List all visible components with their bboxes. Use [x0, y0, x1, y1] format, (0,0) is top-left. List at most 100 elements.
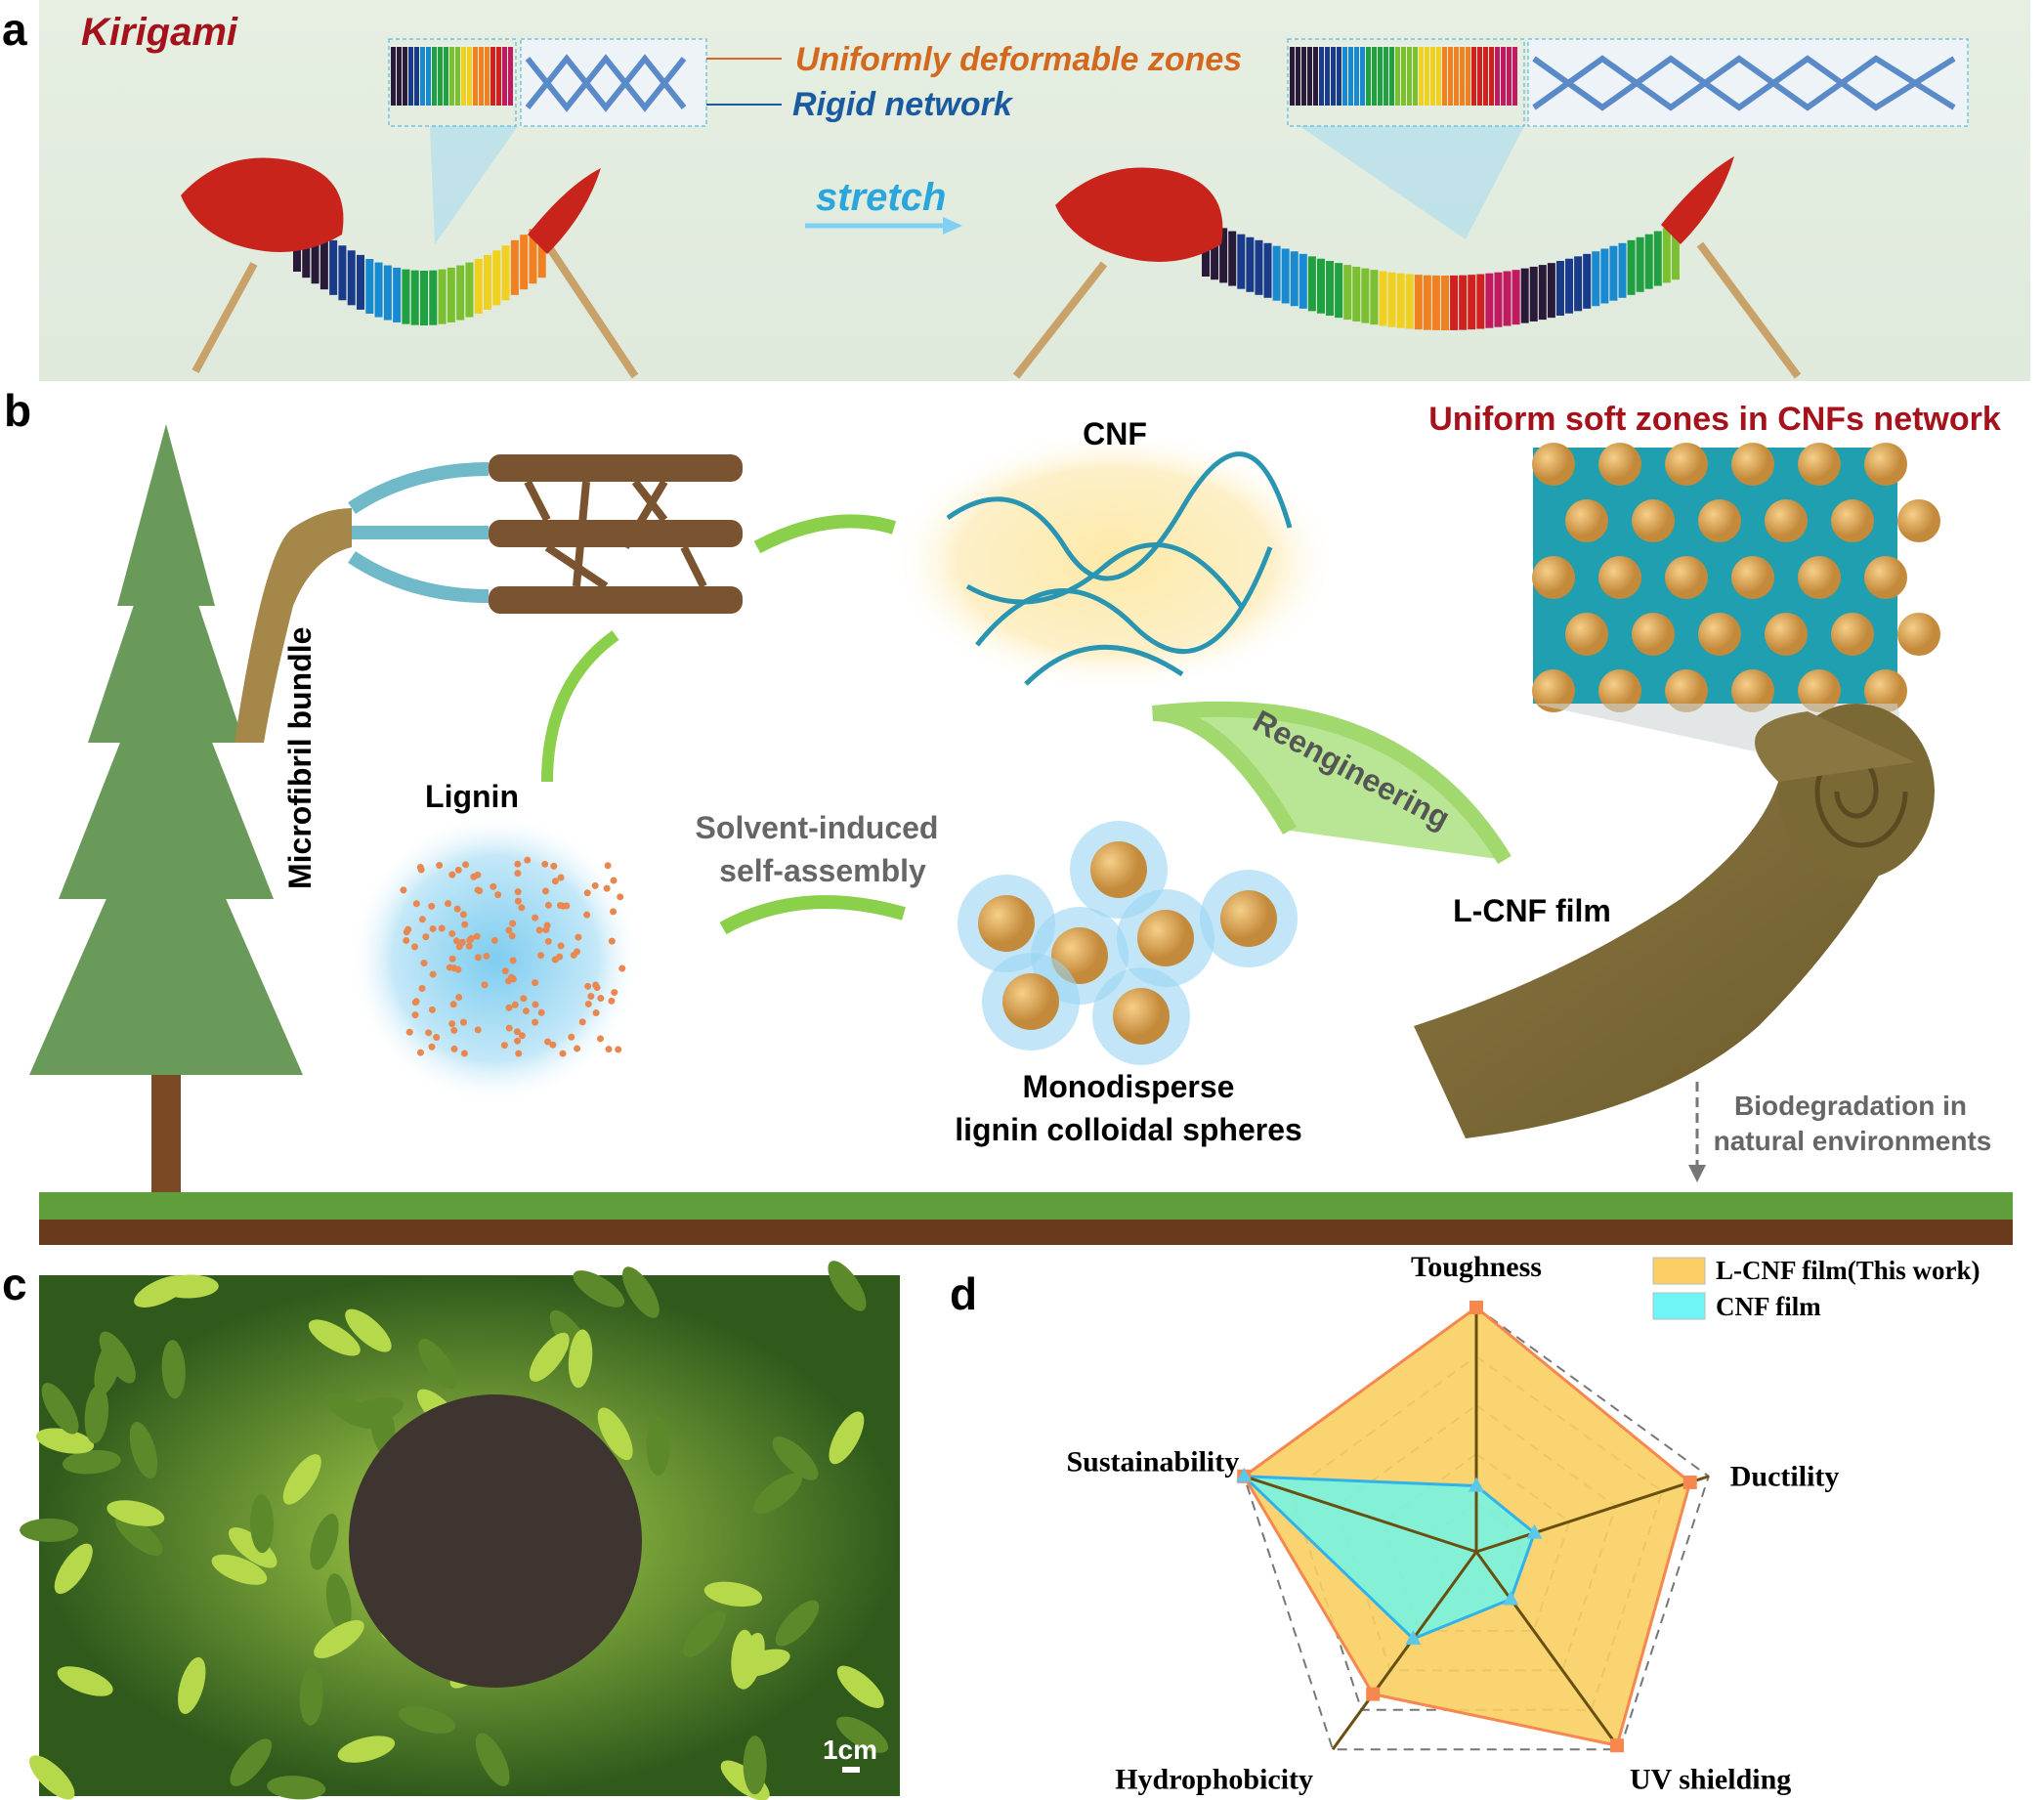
grass [39, 1192, 2013, 1220]
lignin-sphere [978, 895, 1035, 952]
rainbow-zone [391, 47, 513, 106]
dragon-segment [484, 254, 491, 310]
dragon-segment [529, 229, 537, 284]
leaf [475, 1733, 510, 1786]
leaf [29, 1755, 75, 1800]
leaf [114, 1514, 163, 1557]
paper-fold [1512, 47, 1517, 106]
dragon-segment [1494, 272, 1503, 327]
uniformly-deformable-label: Uniformly deformable zones [795, 41, 1242, 78]
dragon-segment [1352, 266, 1361, 321]
dragon-segment [429, 270, 438, 325]
paper-fold [1430, 47, 1435, 106]
lignin-atom [453, 905, 461, 913]
dragon-segment [1459, 275, 1468, 330]
paper-fold [1360, 47, 1365, 106]
leaf [94, 1338, 122, 1395]
leaf [178, 1656, 206, 1714]
lignin-atom [584, 1000, 592, 1007]
cnf-label: CNF [1083, 416, 1147, 451]
lignin-atom [436, 862, 444, 870]
lignin-atom [608, 997, 616, 1005]
paper-fold [1325, 47, 1330, 106]
scale-bar-label: 1cm [823, 1735, 877, 1765]
cnf-fibers [946, 451, 1293, 686]
dragon-tail [1661, 156, 1734, 244]
radar-axis [1474, 1551, 1622, 1751]
paper-fold [455, 47, 460, 106]
lignin-atom [524, 856, 532, 864]
leaf [299, 1666, 323, 1726]
soft-zone-sphere [1798, 556, 1841, 599]
dragon-segment [1237, 234, 1246, 289]
lignin-atom [416, 863, 424, 871]
dragon-segment [374, 262, 383, 318]
lignin-atom [575, 933, 582, 941]
lignin-atom [592, 981, 600, 989]
lignin-atom [578, 1018, 586, 1026]
paper-fold [408, 47, 413, 106]
lignin-atom [596, 1035, 604, 1043]
lignin-atom [557, 942, 565, 950]
dragon-head [181, 157, 344, 252]
leaf [683, 1609, 726, 1657]
soft-zone-sphere [1598, 443, 1641, 486]
leaf [836, 1665, 884, 1708]
lignin-sphere [1113, 988, 1170, 1045]
lignin-atom [450, 1026, 458, 1034]
lignin-atom [428, 1043, 436, 1050]
dragon-segment [420, 271, 428, 325]
dragon-segment [1609, 245, 1618, 301]
dragon-segment [1414, 275, 1423, 330]
leaf [106, 1500, 165, 1526]
lignin-atom [403, 928, 410, 936]
dragon-segment [1627, 239, 1636, 295]
dragon-segment [393, 267, 402, 322]
dragon-segment [1565, 258, 1574, 314]
dragon-segment [1468, 275, 1476, 330]
leaf [211, 1554, 268, 1585]
lignin-atom [549, 1041, 557, 1049]
panel-label-b: b [4, 385, 31, 436]
dragon-segment [1644, 234, 1653, 289]
leaf [310, 1514, 339, 1570]
lignin-atom [511, 1001, 519, 1008]
lignin-atom [537, 952, 545, 960]
dragon-segment [1512, 270, 1520, 325]
soft-zone-sphere [1864, 556, 1907, 599]
dragon-segment [1547, 263, 1555, 319]
dragon-segment [1485, 273, 1494, 328]
leaf [36, 1428, 95, 1454]
paper-fold [420, 47, 425, 106]
paper-fold [1348, 47, 1353, 106]
paper-fold [1466, 47, 1470, 106]
lignin-atom [597, 995, 605, 1003]
leaf [267, 1776, 326, 1800]
dragon-segment [1423, 275, 1431, 330]
lignin-atom [583, 911, 591, 919]
lignin-atom [422, 933, 430, 941]
panel-label-c: c [2, 1259, 27, 1309]
lignin-atom [509, 975, 517, 983]
lignin-atom [474, 954, 482, 962]
legend-label-l-cnf: L-CNF film(This work) [1716, 1256, 1980, 1285]
rigid-network-inset [1527, 38, 1969, 127]
dragon-segment [1272, 245, 1281, 301]
biodegradation-arrow-icon [1688, 1082, 1706, 1182]
kirigami-title: Kirigami [81, 11, 238, 54]
lignin-atom [559, 1050, 567, 1057]
dragon-segment [329, 239, 338, 295]
paper-fold [1460, 47, 1465, 106]
lignin-atom [551, 956, 559, 964]
lignin-atom [500, 1042, 508, 1050]
lignin-atom [505, 1004, 513, 1011]
lignin-atom [508, 932, 516, 940]
lignin-atom [541, 860, 549, 868]
lignin-atom [433, 1034, 441, 1042]
l-cnf-film-label: L-CNF film [1453, 893, 1611, 928]
dragon-segment [1387, 272, 1396, 327]
lignin-atom [542, 887, 550, 895]
solvent-label-line2: self-assembly [719, 853, 926, 888]
paper-fold [1471, 47, 1476, 106]
legend: L-CNF film(This work) CNF film [1652, 1256, 1980, 1321]
